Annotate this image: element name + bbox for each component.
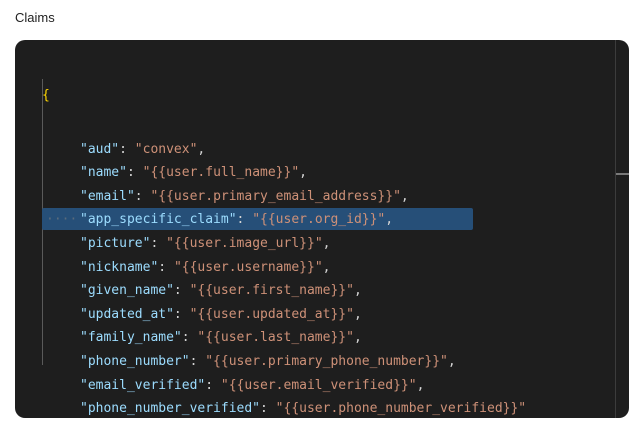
json-key: "aud" [80, 141, 120, 157]
code-line: "email_verified": "{{user.email_verified… [42, 374, 615, 398]
json-key: "app_specific_claim" [80, 212, 237, 228]
code-line: "aud": "convex", [42, 138, 615, 162]
json-value: "{{user.last_name}}" [197, 330, 354, 346]
code-line: "updated_at": "{{user.updated_at}}", [42, 303, 615, 327]
json-key: "updated_at" [80, 306, 174, 322]
code-line: "name": "{{user.full_name}}", [42, 161, 615, 185]
json-key: "email_verified" [80, 377, 206, 393]
comma: , [353, 330, 362, 346]
claims-label: Claims [15, 10, 55, 25]
json-key: "phone_number_verified" [80, 401, 261, 417]
overview-ruler-cursor-marker [616, 173, 629, 175]
vertical-scrollbar[interactable] [615, 40, 616, 418]
comma: , [353, 283, 362, 299]
json-value: "{{user.full_name}}" [142, 165, 300, 181]
json-value: "{{user.primary_email_address}}" [150, 188, 401, 204]
comma: , [299, 165, 307, 181]
code-line: "phone_number": "{{user.primary_phone_nu… [42, 350, 615, 374]
colon: : [236, 212, 253, 228]
json-key: "nickname" [80, 259, 159, 275]
json-key: "email" [80, 188, 135, 204]
code-line: "given_name": "{{user.first_name}}", [42, 279, 615, 303]
claims-code-editor[interactable]: { "aud": "convex","name": "{{user.full_n… [15, 40, 629, 418]
colon: : [134, 188, 151, 204]
code-line-open: { [42, 84, 615, 108]
comma: , [400, 188, 409, 204]
json-value: "{{user.image_url}}" [166, 235, 323, 251]
colon: : [173, 283, 190, 299]
colon: : [260, 401, 276, 417]
code-line: "email": "{{user.primary_email_address}}… [42, 185, 615, 209]
colon: : [181, 330, 198, 346]
code-line: "nickname": "{{user.username}}", [42, 256, 615, 280]
json-key: "family_name" [80, 330, 182, 346]
code-line: ····"app_specific_claim": "{{user.org_id… [42, 208, 615, 232]
json-key: "given_name" [80, 283, 174, 299]
code-line: "picture": "{{user.image_url}}", [42, 232, 615, 256]
selection-highlight [42, 208, 473, 231]
colon: : [119, 141, 135, 157]
comma: , [416, 377, 425, 393]
json-value: "{{user.updated_at}}" [189, 306, 354, 322]
json-value: "{{user.username}}" [173, 259, 323, 275]
colon: : [158, 259, 174, 275]
json-key: "picture" [80, 235, 151, 251]
code-line: "phone_number_verified": "{{user.phone_n… [42, 397, 615, 418]
json-value: "convex" [134, 141, 198, 157]
colon: : [173, 306, 190, 322]
json-key: "phone_number" [80, 353, 190, 369]
colon: : [150, 235, 167, 251]
whitespace-dots: ···· [46, 212, 78, 228]
comma: , [385, 212, 394, 228]
code-content[interactable]: { "aud": "convex","name": "{{user.full_n… [42, 54, 615, 418]
comma: , [322, 259, 331, 275]
colon: : [205, 377, 221, 393]
json-value: "{{user.email_verified}}" [220, 377, 417, 393]
json-value: "{{user.primary_phone_number}}" [205, 353, 448, 369]
json-value: "{{user.org_id}}" [252, 212, 386, 228]
json-key: "name" [80, 165, 127, 181]
json-value: "{{user.first_name}}" [189, 283, 354, 299]
json-value: "{{user.phone_number_verified}}" [275, 401, 527, 417]
colon: : [126, 165, 143, 181]
colon: : [189, 353, 206, 369]
comma: , [447, 353, 456, 369]
comma: , [197, 141, 206, 157]
comma: , [322, 235, 331, 251]
open-brace: { [42, 88, 50, 103]
code-line: "family_name": "{{user.last_name}}", [42, 326, 615, 350]
comma: , [353, 306, 362, 322]
